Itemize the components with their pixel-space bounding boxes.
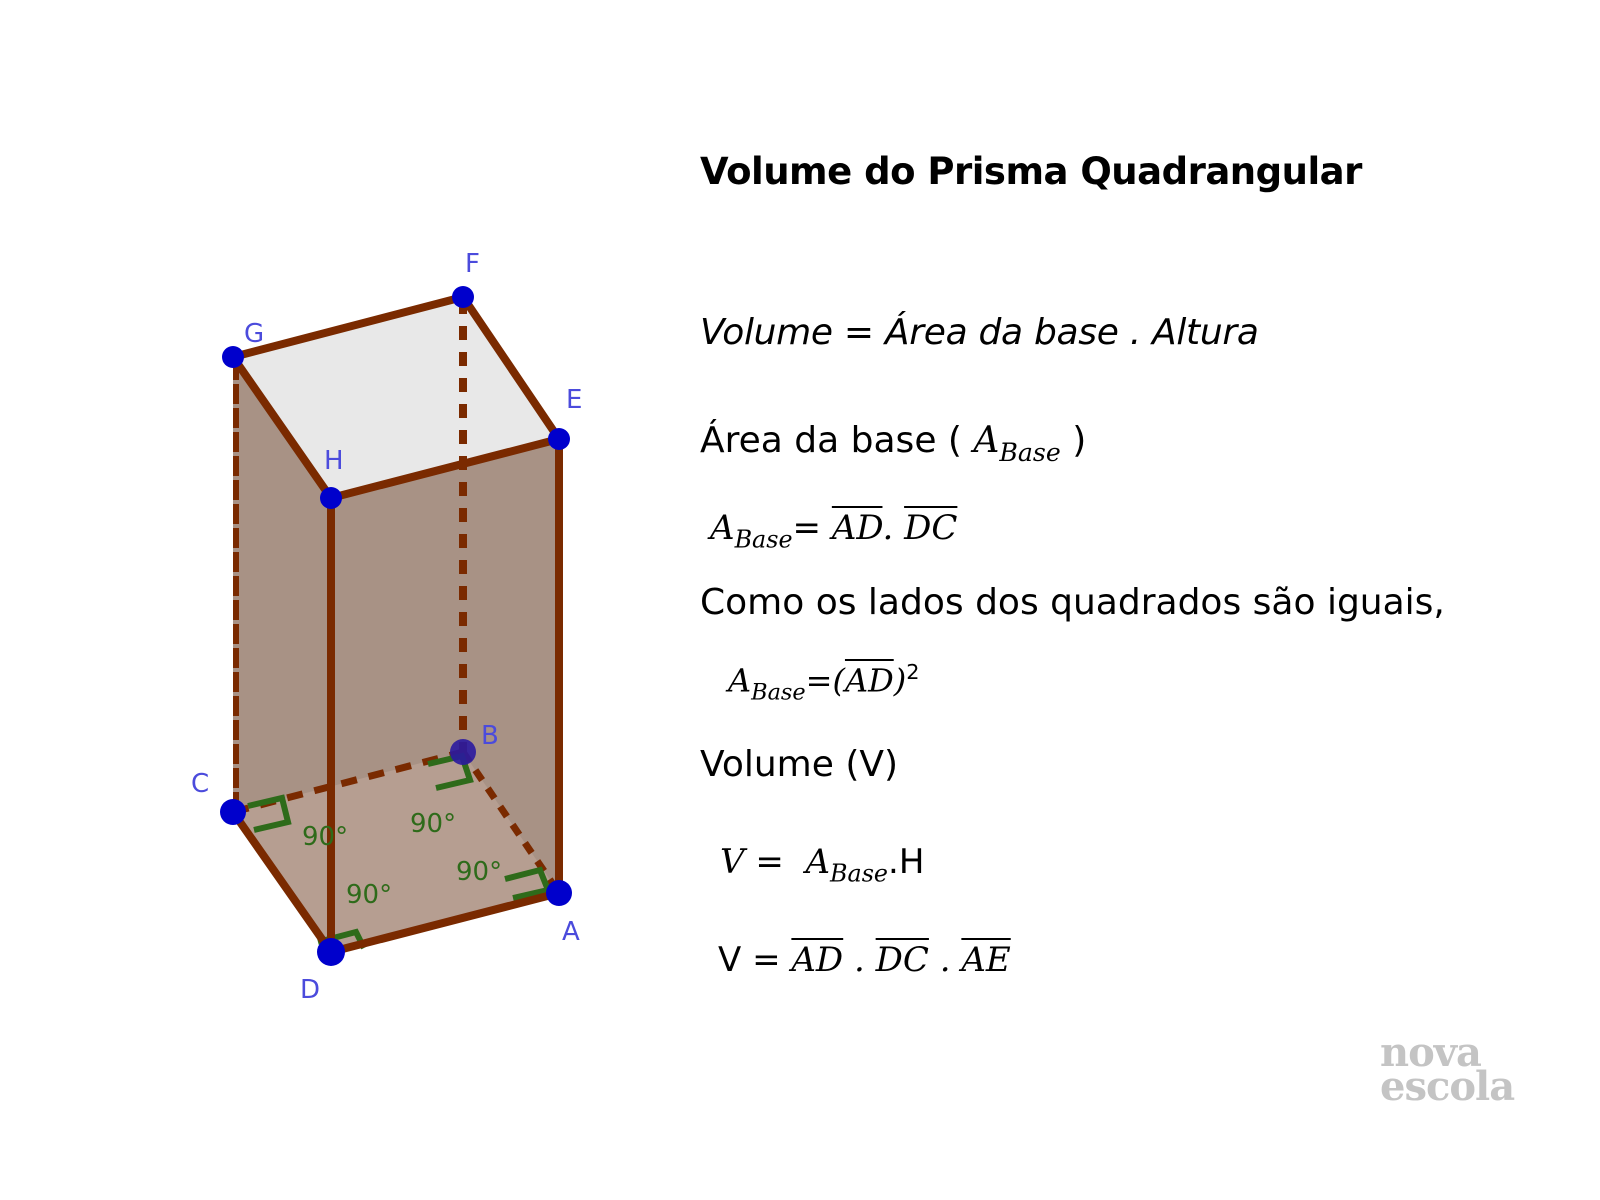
area-symbol-letter: A — [973, 420, 1000, 461]
vertices — [220, 286, 572, 966]
dot-operator: . — [928, 940, 962, 980]
label-e: E — [566, 385, 582, 415]
segment-dc: DC — [904, 508, 958, 548]
area-formula-product: ABase= AD. DC — [710, 508, 957, 553]
label-c: C — [191, 769, 209, 799]
page-title: Volume do Prisma Quadrangular — [700, 150, 1362, 193]
prism-diagram: F G E H B C A D 90° 90° 90° 90° — [191, 249, 582, 1005]
point-c — [220, 799, 246, 825]
visible-edges — [229, 293, 563, 956]
volume-formula-segments: V = AD . DC . AE — [718, 940, 1011, 980]
label-h: H — [324, 446, 344, 476]
face-top — [233, 297, 559, 498]
prism-figure: F G E H B C A D 90° 90° 90° 90° — [0, 0, 700, 1200]
area-symbol-sub: Base — [999, 437, 1061, 467]
area-term-sub: Base — [830, 859, 889, 888]
point-f — [452, 286, 474, 308]
volume-lhs: V — [720, 842, 745, 882]
area-formula-squared: ABase=(AD)2 — [728, 660, 919, 705]
label-b: B — [481, 721, 499, 751]
volume-formula-area-height: V = ABase.H — [720, 842, 924, 887]
face-base — [233, 752, 559, 952]
segment-ad: AD — [791, 940, 844, 980]
angle-label-a: 90° — [456, 857, 502, 887]
angle-label-d: 90° — [346, 880, 392, 910]
point-g — [222, 346, 244, 368]
segment-dc: DC — [875, 940, 929, 980]
area-heading-close: ) — [1072, 420, 1087, 461]
label-f: F — [465, 249, 480, 279]
area-sq-lhs-sub: Base — [751, 679, 806, 706]
label-d: D — [300, 975, 320, 1005]
label-a: A — [562, 917, 580, 947]
equals-sign: = — [744, 842, 795, 882]
volume-lhs: V = — [718, 940, 792, 980]
label-g: G — [244, 319, 264, 349]
point-e — [548, 428, 570, 450]
logo-line-2: escola — [1380, 1063, 1515, 1110]
area-heading: Área da base ( ABase ) — [700, 420, 1086, 467]
area-heading-text: Área da base ( — [700, 420, 962, 461]
logo-line-1: nova — [1380, 1029, 1482, 1076]
nova-escola-logo: nova escola — [1380, 1029, 1515, 1110]
point-b — [450, 739, 476, 765]
area-lhs-sub: Base — [734, 525, 793, 554]
point-h — [320, 487, 342, 509]
angle-label-c: 90° — [302, 822, 348, 852]
segment-ae: AE — [961, 940, 1011, 980]
volume-definition: Volume = Área da base . Altura — [700, 312, 1259, 353]
area-symbol: ABase — [973, 420, 1060, 467]
area-lhs: A — [710, 508, 735, 548]
dot-operator: . — [843, 940, 876, 980]
area-sq-lhs: A — [728, 661, 752, 700]
point-a — [546, 880, 572, 906]
height-term: .H — [888, 842, 925, 882]
angle-label-b: 90° — [410, 809, 456, 839]
volume-heading: Volume (V) — [700, 744, 899, 785]
equals-open-paren: =( — [805, 661, 845, 700]
point-d — [317, 938, 345, 966]
segment-ad: AD — [831, 508, 883, 548]
dot-operator: . — [882, 508, 894, 548]
equal-sides-note: Como os lados dos quadrados são iguais, — [700, 582, 1445, 623]
close-paren: ) — [893, 661, 907, 700]
equals-sign: = — [792, 508, 822, 548]
area-term: A — [805, 842, 831, 882]
segment-ad: AD — [844, 661, 894, 700]
exponent: 2 — [906, 660, 920, 684]
